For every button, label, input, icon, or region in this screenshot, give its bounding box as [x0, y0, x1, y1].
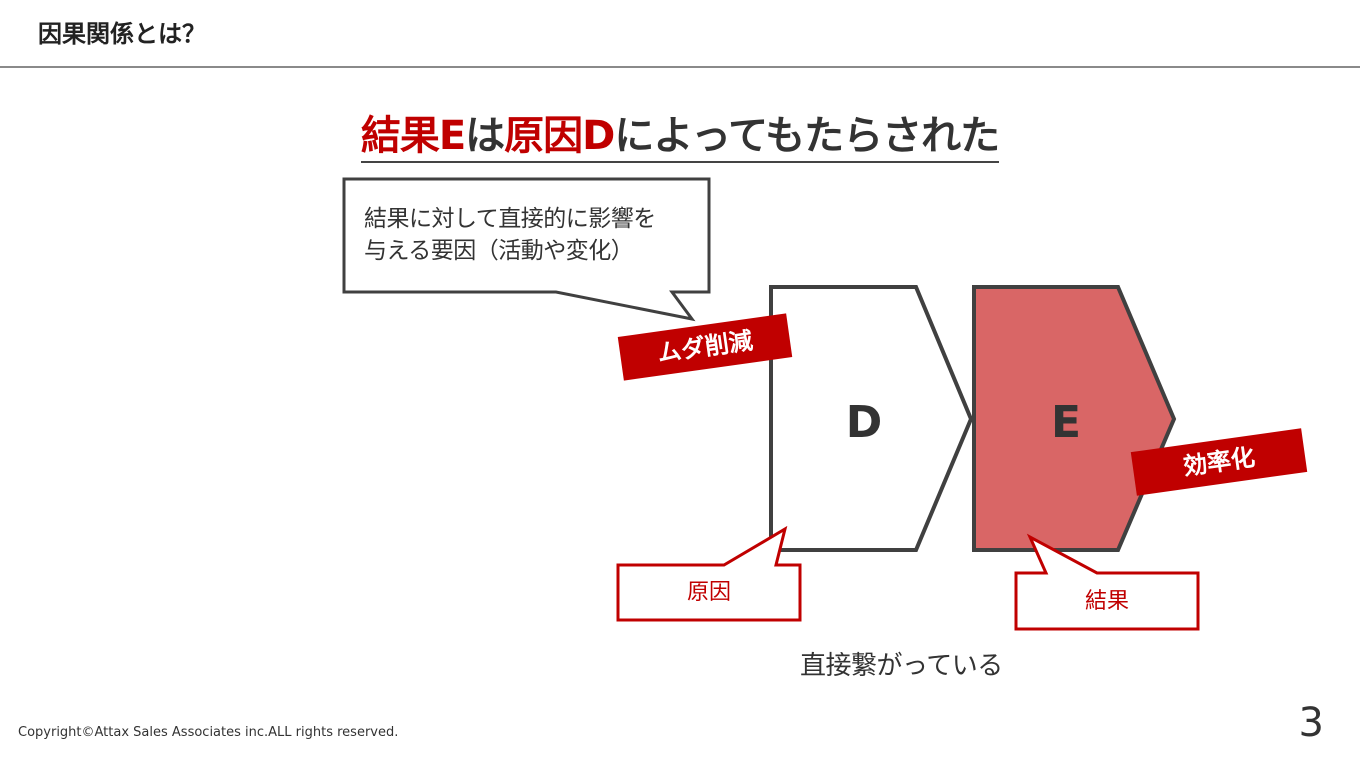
definition-line-1: 結果に対して直接的に影響を: [364, 206, 656, 232]
effect-letter: E: [1051, 397, 1081, 448]
headline-text: 結果Eは原因Dによってもたらされた: [360, 113, 1000, 163]
definition-callout-text: 結果に対して直接的に影響を 与える要因（活動や変化）: [364, 203, 704, 267]
definition-line-2: 与える要因（活動や変化）: [364, 238, 634, 264]
cause-shape: [769, 285, 974, 552]
headline: 結果Eは原因Dによってもたらされた: [0, 103, 1360, 163]
page-number: 3: [1298, 700, 1324, 746]
headline-effect: 結果E: [360, 113, 466, 159]
connection-note: 直接繋がっている: [800, 651, 1003, 681]
page-title: 因果関係とは？: [38, 20, 206, 48]
headline-rest: によってもたらされた: [614, 113, 1000, 159]
effect-label-box: [1014, 533, 1200, 631]
effect-label: 結果: [1084, 589, 1129, 614]
cause-label-box: [616, 525, 802, 622]
header-divider: [0, 66, 1360, 68]
definition-callout-bubble: [342, 177, 711, 322]
headline-cause: 原因D: [504, 113, 615, 159]
cause-letter: D: [846, 397, 883, 448]
headline-particle: は: [465, 113, 505, 159]
copyright-text: Copyright©Attax Sales Associates inc.ALL…: [18, 725, 399, 740]
cause-label: 原因: [686, 580, 731, 605]
